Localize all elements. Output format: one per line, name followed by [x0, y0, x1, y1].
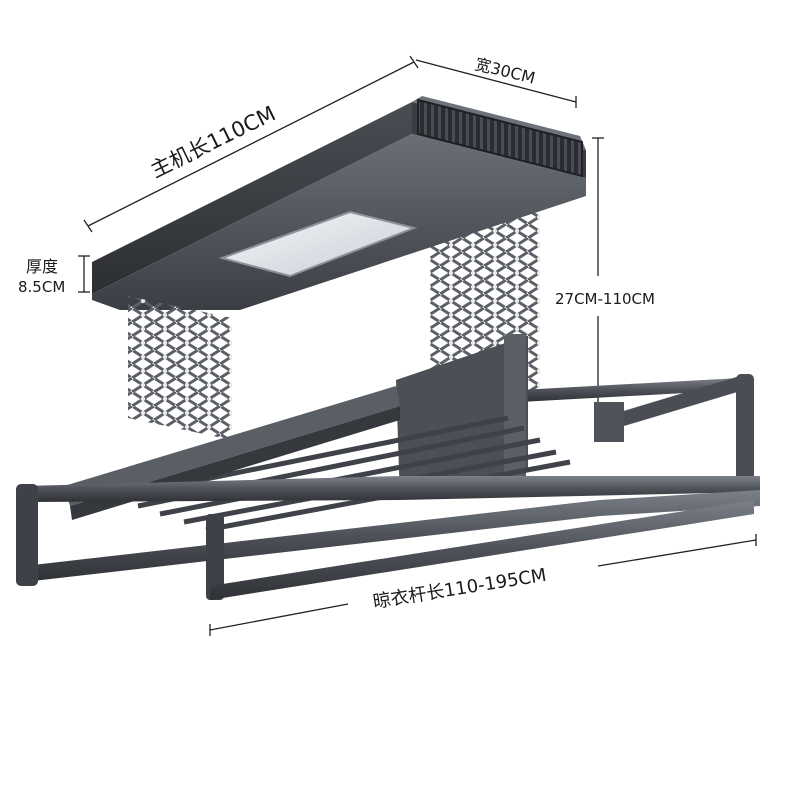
- scissor-lift-left: [128, 296, 232, 440]
- lift-range-label: 27CM-110CM: [555, 290, 655, 308]
- dimension-lines: [78, 55, 757, 636]
- vent-grill: [417, 98, 583, 178]
- host-body: [92, 96, 586, 310]
- thickness-title: 厚度: [26, 257, 58, 276]
- host-length-dim-line: [87, 61, 415, 227]
- host-length-label: 主机长110CM: [147, 101, 280, 182]
- width-dim-line: [415, 59, 577, 103]
- drying-rack: [16, 334, 760, 600]
- led-lamp-panel: [218, 210, 418, 278]
- thickness-value: 8.5CM: [18, 278, 65, 296]
- rod-length-dim-line: [209, 603, 349, 631]
- rod-length-label: 晾衣杆长110-195CM: [371, 565, 547, 613]
